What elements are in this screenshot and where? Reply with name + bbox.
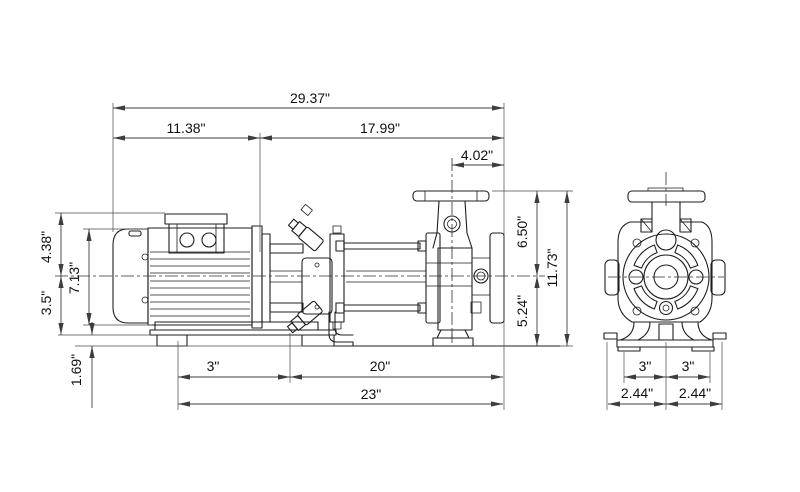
dim-text-pump-length: 17.99" bbox=[360, 120, 400, 136]
end-flange-raised-face bbox=[647, 187, 684, 192]
motor-adapter-plate bbox=[261, 233, 271, 323]
dim-text-base-length: 23" bbox=[361, 386, 382, 402]
dim-text-motor-length: 11.38" bbox=[167, 120, 206, 136]
end-bolt-hole-br bbox=[690, 306, 700, 316]
tie-rod-bottom bbox=[343, 304, 421, 312]
motor-bolt-hole-bottom bbox=[141, 296, 149, 304]
dim-text-foot-spacing: 3" bbox=[207, 358, 220, 374]
end-side-tab-right bbox=[710, 259, 726, 296]
end-support-gussets bbox=[619, 321, 713, 341]
end-foot-pad-right bbox=[691, 346, 715, 352]
end-bottom-plug-inner bbox=[662, 304, 670, 312]
coupling-guard bbox=[301, 257, 333, 315]
terminal-box-lid bbox=[164, 213, 228, 225]
discharge-flange-ticks bbox=[424, 191, 478, 201]
terminal-box-left-flange bbox=[168, 223, 178, 254]
dim-text-base-height: 1.69" bbox=[68, 354, 84, 386]
end-bolt-hole-bl bbox=[632, 306, 642, 316]
dim-text-end-base-right: 2.44" bbox=[679, 385, 711, 401]
coupling-guard-screw-top bbox=[314, 262, 320, 268]
pump-casing bbox=[412, 190, 505, 347]
casing-support-bracket bbox=[328, 311, 354, 347]
riser-pad-left bbox=[156, 334, 188, 347]
base-plate bbox=[149, 329, 337, 336]
motor-bolt-hole-top bbox=[141, 253, 149, 261]
volute-foot-legs bbox=[436, 329, 470, 339]
end-arc-slot-br bbox=[674, 285, 699, 310]
end-bolt-hole-tl bbox=[632, 238, 642, 248]
end-casing-outline bbox=[617, 221, 713, 323]
motor-body bbox=[147, 227, 253, 326]
end-baseplate bbox=[616, 339, 714, 348]
tie-rod-nut-bl bbox=[335, 302, 345, 314]
baseplate bbox=[149, 311, 561, 347]
end-bolt-hole-tr bbox=[690, 238, 700, 248]
end-neck-ear-left bbox=[640, 218, 653, 233]
dim-text-discharge-to-face: 4.02" bbox=[461, 147, 493, 163]
end-side-tab-left bbox=[604, 259, 620, 296]
volute-band-lines bbox=[426, 262, 472, 287]
end-bottom-plug-outer bbox=[658, 300, 674, 316]
vent-valve-top bbox=[287, 218, 324, 252]
dim-text-cl-to-flange: 6.50" bbox=[514, 216, 530, 248]
dim-text-cl-to-box-top: 4.38" bbox=[38, 231, 54, 263]
end-neck-ear-gussets bbox=[640, 218, 692, 233]
dim-text-end-bolt-right: 3" bbox=[682, 358, 695, 374]
dim-text-overall-height: 11.73" bbox=[544, 248, 560, 287]
motor-rear-tab bbox=[128, 230, 142, 237]
end-top-port bbox=[655, 229, 677, 251]
seal-plate-bolt-bottom bbox=[332, 321, 342, 330]
volute-body bbox=[437, 247, 473, 331]
end-neck bbox=[651, 201, 681, 220]
end-arc-slot-tl bbox=[633, 244, 658, 269]
motor-flange-plate bbox=[251, 225, 263, 329]
cable-gland-right bbox=[201, 232, 217, 248]
lantern-arm-top bbox=[269, 243, 304, 254]
suction-nozzle bbox=[472, 257, 490, 296]
motor-rear-cap bbox=[112, 228, 149, 324]
discharge-neck bbox=[432, 200, 473, 249]
end-discharge-flange bbox=[627, 190, 706, 203]
end-base-tab-left bbox=[603, 332, 618, 340]
tie-rod-nut-tl bbox=[335, 240, 345, 252]
end-view bbox=[603, 187, 727, 352]
dim-text-end-base-left: 2.44" bbox=[621, 385, 653, 401]
end-neck-ear-right bbox=[679, 218, 692, 233]
casing-back-plate bbox=[425, 232, 441, 324]
casing-lug bbox=[470, 301, 482, 314]
motor-foot-plate bbox=[154, 321, 319, 331]
dimension-annotations: 29.37" 11.38" 17.99" 4.02" 4.38" 7.13" 3… bbox=[38, 90, 723, 410]
dim-text-cl-to-base: 3.5" bbox=[38, 291, 54, 315]
motor bbox=[112, 213, 271, 329]
dim-text-overall-length: 29.37" bbox=[290, 90, 330, 106]
dim-text-foot-to-face: 20" bbox=[370, 358, 391, 374]
end-center-pedestal bbox=[658, 323, 674, 341]
suction-flange bbox=[489, 232, 505, 324]
coupling-lantern bbox=[269, 203, 427, 334]
seal-plate-bolt-top bbox=[332, 225, 342, 234]
end-foot-pad-left bbox=[617, 346, 641, 352]
end-boss-circle bbox=[643, 254, 689, 300]
lantern-arm-bottom bbox=[269, 302, 304, 313]
motor-cooling-fins bbox=[150, 251, 250, 317]
drain-valve-bottom bbox=[286, 300, 323, 334]
dim-text-motor-od: 7.13" bbox=[66, 262, 82, 294]
vent-stem-top bbox=[300, 203, 313, 216]
volute-foot-pad bbox=[432, 337, 474, 347]
end-arc-slot-tr bbox=[674, 244, 699, 269]
shaft-lines bbox=[270, 270, 426, 283]
tie-rod-top bbox=[343, 242, 421, 250]
cable-gland-left bbox=[179, 232, 195, 248]
centerlines bbox=[55, 158, 724, 343]
end-arc-slot-bl bbox=[633, 285, 658, 310]
discharge-flange bbox=[412, 190, 490, 202]
extension-lines bbox=[55, 103, 723, 410]
dim-text-end-bolt-left: 3" bbox=[639, 358, 652, 374]
dim-text-cl-to-ground: 5.24" bbox=[514, 295, 530, 327]
end-base-tab-right bbox=[712, 332, 727, 340]
side-view bbox=[112, 190, 561, 347]
